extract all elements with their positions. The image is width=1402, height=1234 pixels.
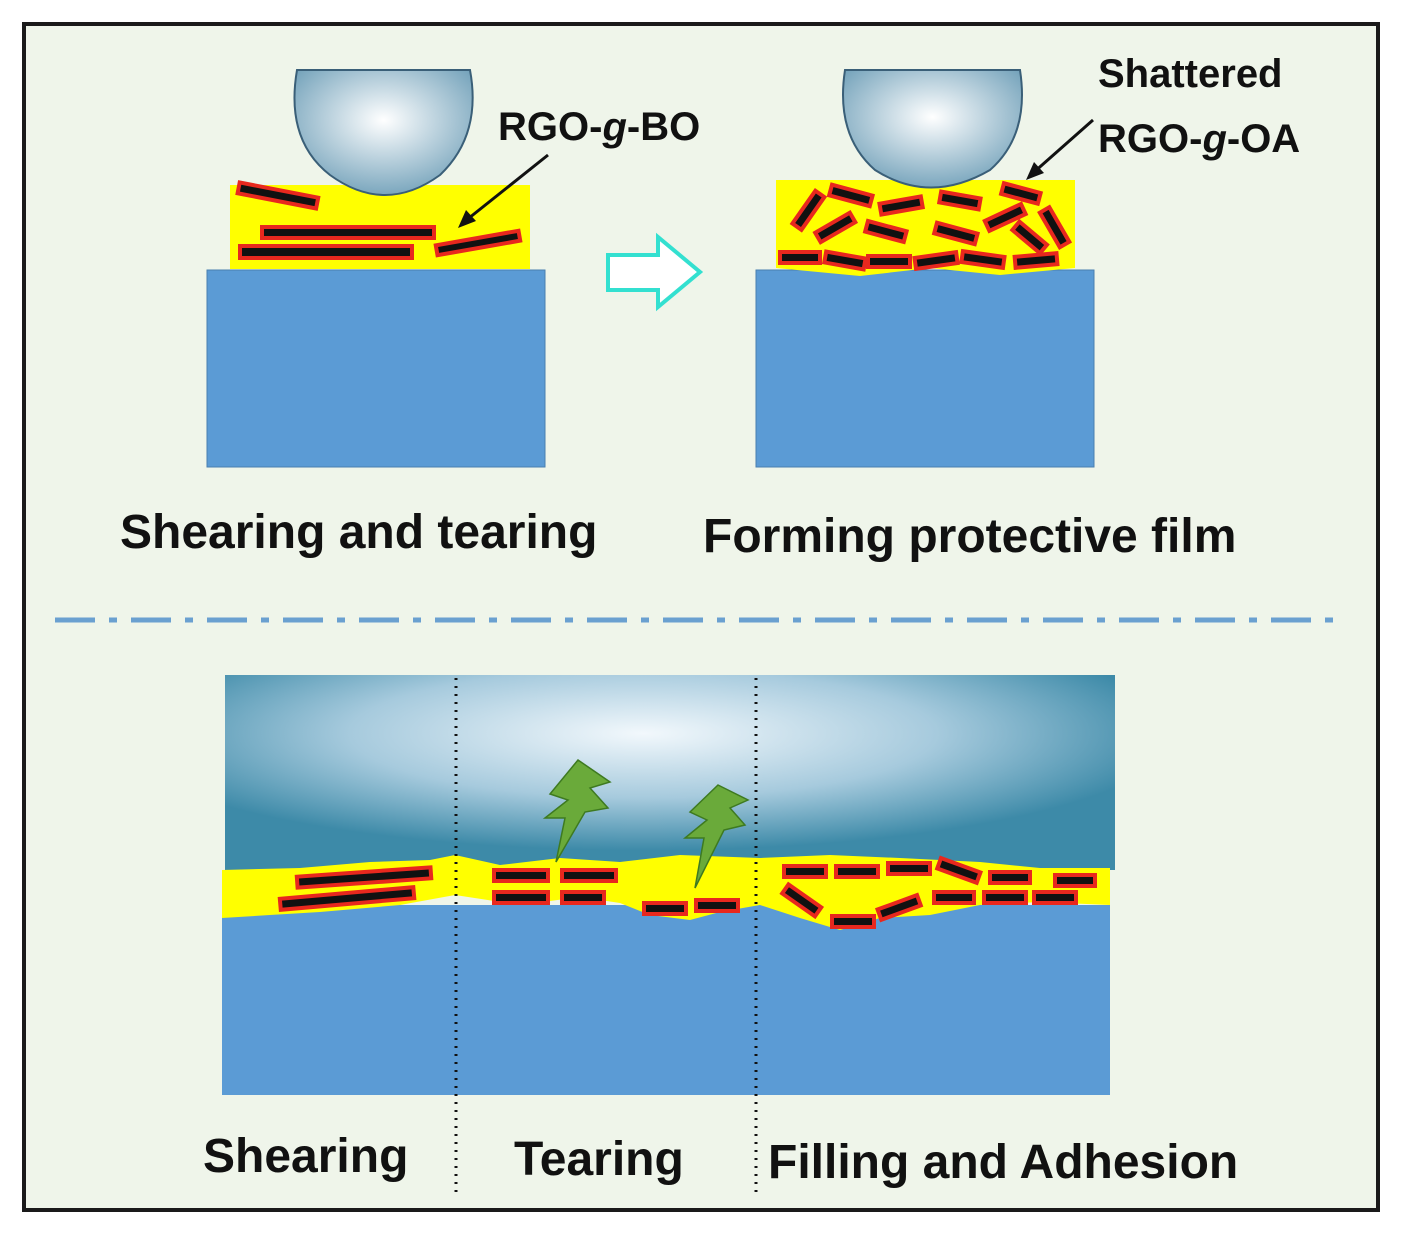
rgo-bo-label: RGO-g-BO bbox=[498, 105, 700, 149]
stage-label-filling-adhesion: Filling and Adhesion bbox=[768, 1136, 1238, 1189]
panel-shearing-tearing: RGO-g-BO Shearing and tearing bbox=[120, 69, 700, 559]
rgo-oa-label: RGO-g-OA bbox=[1098, 117, 1300, 161]
substrate-block-right bbox=[755, 269, 1095, 468]
shattered-label: Shattered bbox=[1098, 52, 1283, 96]
rgo-oa-pointer-head bbox=[1026, 162, 1044, 180]
rgo-bo-pointer bbox=[463, 153, 549, 224]
substrate-block-left bbox=[206, 269, 546, 468]
steel-ball-left bbox=[293, 69, 474, 196]
caption-shearing-and-tearing: Shearing and tearing bbox=[120, 506, 597, 559]
lubricant-film-right bbox=[776, 180, 1075, 276]
transition-arrow-icon bbox=[606, 232, 704, 312]
steel-ball-right bbox=[842, 69, 1023, 189]
counterface-block bbox=[225, 675, 1115, 870]
rgo-oa-pointer bbox=[1032, 118, 1094, 175]
sheets-tearing bbox=[492, 868, 740, 916]
caption-forming-protective-film: Forming protective film bbox=[703, 510, 1236, 563]
lightning-icon-1 bbox=[542, 758, 612, 863]
stage-label-tearing: Tearing bbox=[514, 1133, 684, 1186]
shattered-sheets-right bbox=[778, 180, 1073, 272]
substrate-block-bottom bbox=[222, 905, 1110, 1095]
sheets-filling bbox=[779, 855, 1097, 929]
rgo-bo-sheets-left bbox=[235, 180, 523, 260]
panel-forming-protective-film: Shattered RGO-g-OA Forming protective fi… bbox=[703, 52, 1300, 563]
rgo-bo-pointer-head bbox=[458, 210, 476, 228]
lightning-icon-2 bbox=[682, 784, 750, 889]
sheets-shearing bbox=[277, 865, 434, 912]
stage-label-shearing: Shearing bbox=[203, 1130, 408, 1183]
panel-stages: Shearing Tearing Filling and Adhesion bbox=[203, 675, 1238, 1195]
